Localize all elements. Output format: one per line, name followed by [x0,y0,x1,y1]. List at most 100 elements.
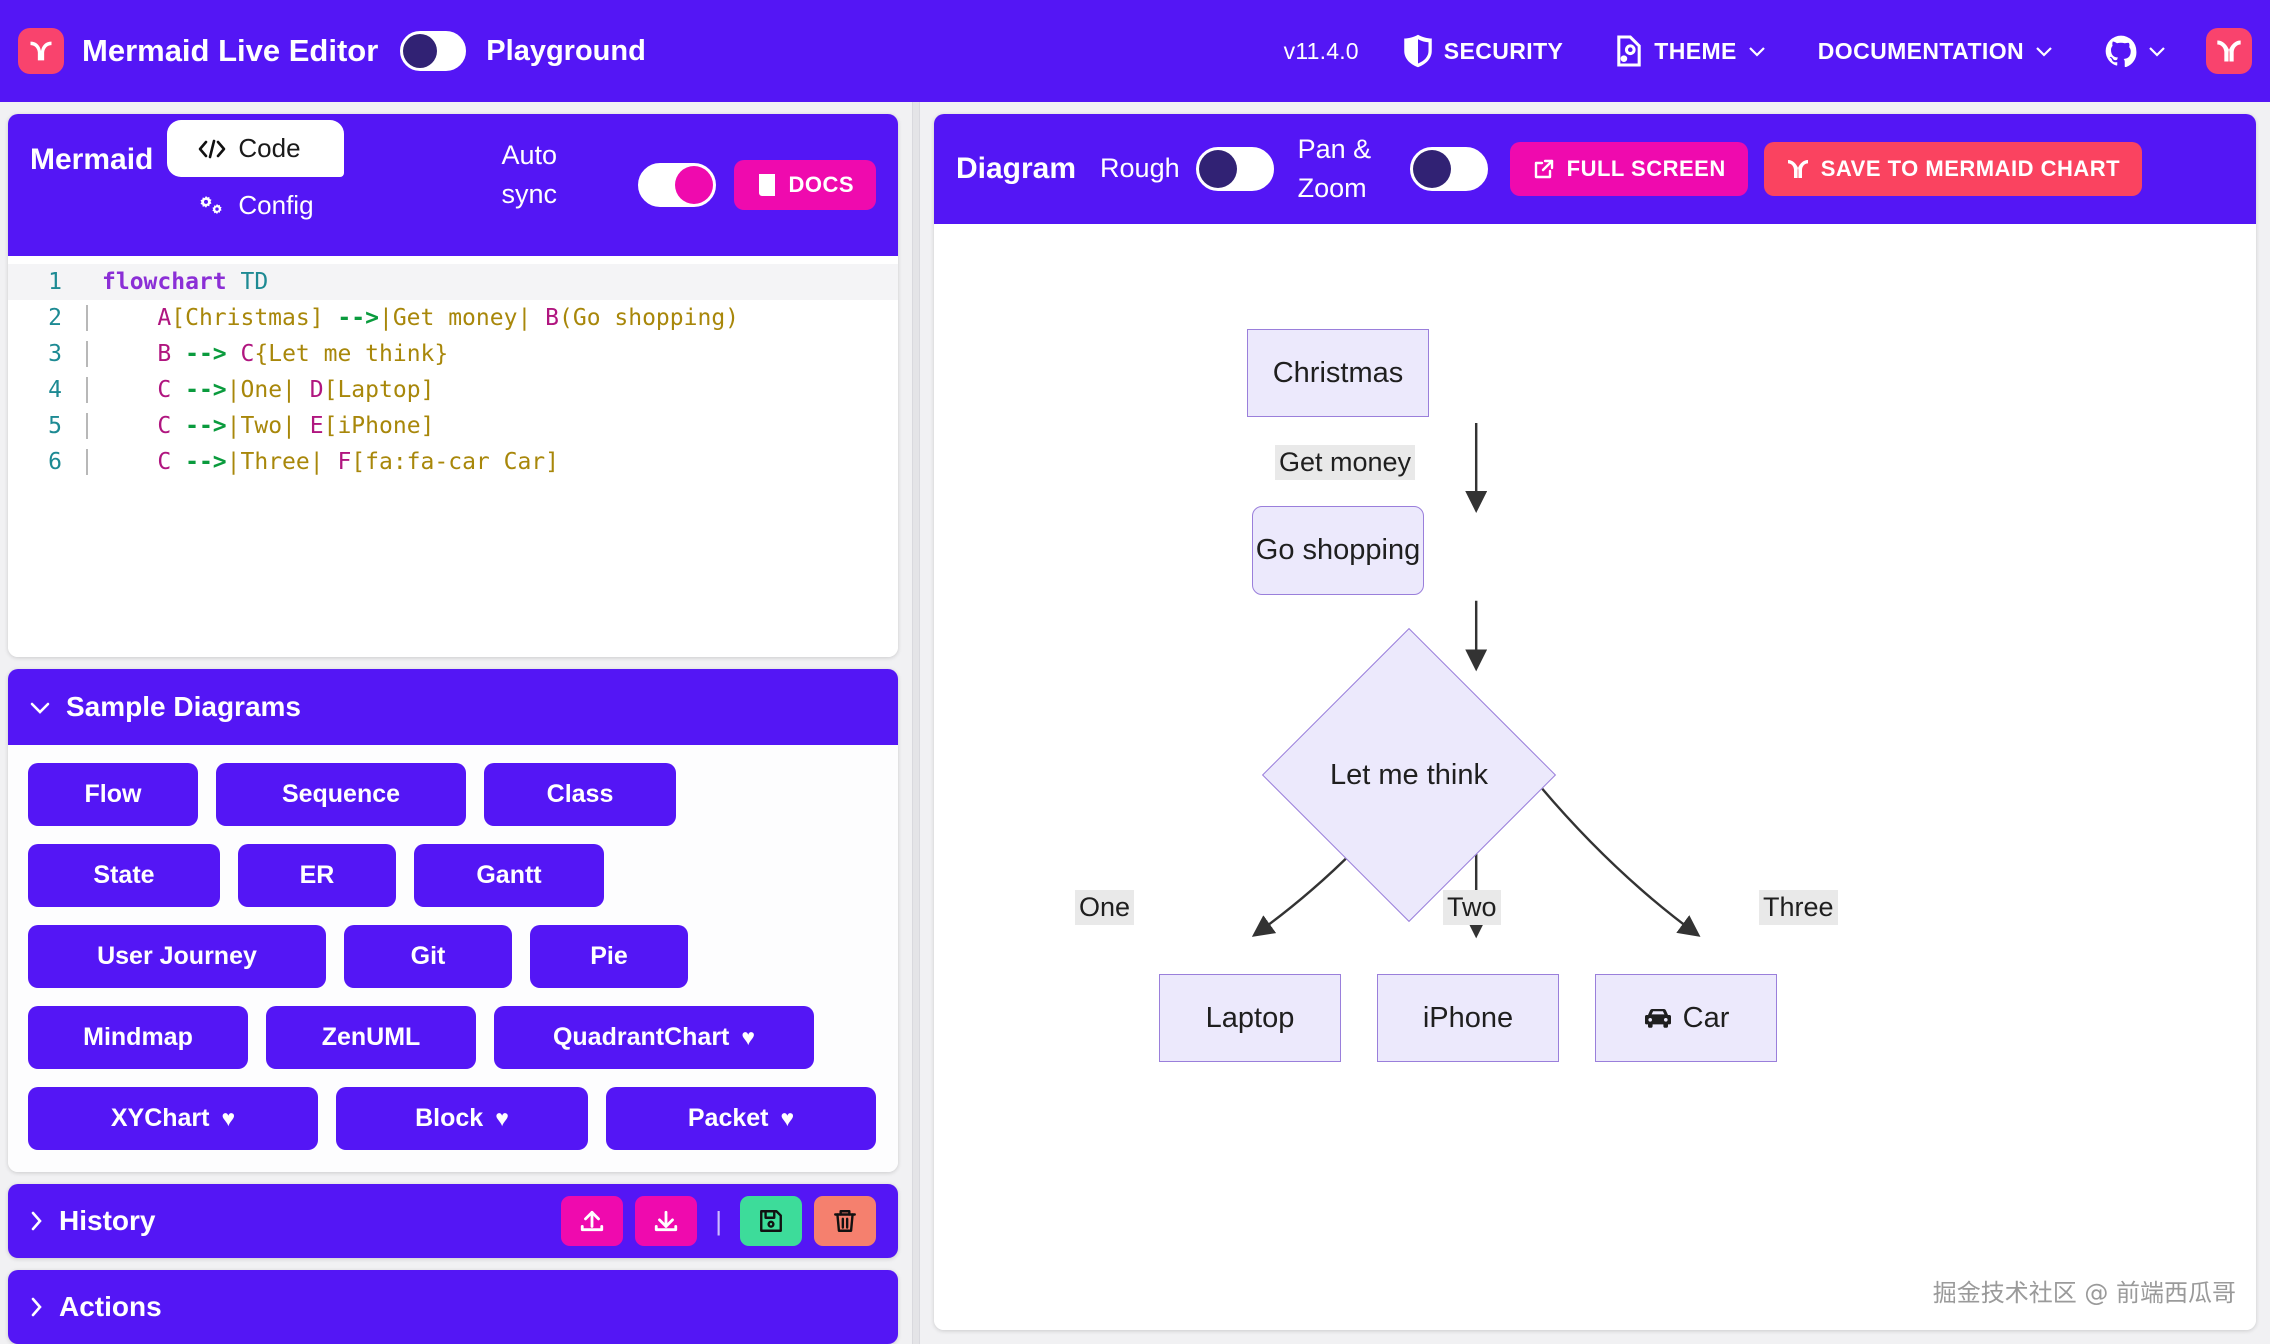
editor-panel-header: Mermaid Code [8,114,898,256]
history-panel: History | [8,1184,898,1258]
code-line[interactable]: 4 C -->|One| D[Laptop] [8,372,898,408]
docs-label: DOCS [788,172,854,197]
external-link-icon [1534,159,1553,179]
sample-chip-git[interactable]: Git [344,925,512,988]
sample-chip-packet[interactable]: Packet♥ [606,1087,876,1150]
chevron-right-icon [31,1297,42,1317]
pane-splitter[interactable] [912,102,920,1344]
sample-chip-label: ZenUML [321,1023,421,1051]
sample-chip-label: Pie [590,942,628,970]
shield-icon [1404,34,1432,68]
line-number: 2 [48,305,62,331]
code-line[interactable]: 6 C -->|Three| F[fa:fa-car Car] [8,444,898,480]
actions-header[interactable]: Actions [30,1291,162,1323]
mermaid-chart-logo-icon[interactable] [2206,28,2252,74]
tab-config-label: Config [238,190,314,220]
github-menu[interactable] [2079,27,2192,75]
auto-sync-toggle[interactable] [638,163,717,207]
diagram-node-laptop[interactable]: Laptop [1159,974,1341,1062]
sample-chip-label: Gantt [476,861,542,889]
sample-chip-label: QuadrantChart [552,1023,730,1051]
documentation-menu[interactable]: DOCUMENTATION [1792,30,2079,73]
version-label: v11.4.0 [1283,37,1359,64]
app-header: Mermaid Live Editor Playground v11.4.0 S… [0,0,2270,102]
rough-toggle[interactable] [1195,147,1274,191]
mermaid-logo-icon[interactable] [18,28,64,74]
left-pane: Mermaid Code [0,102,912,1344]
diagram-canvas[interactable]: Christmas Get money Go shopping Let me t… [934,224,2256,1330]
playground-toggle[interactable] [400,31,467,71]
sample-chip-label: Flow [84,780,142,808]
tab-code[interactable]: Code [167,120,344,177]
gears-icon [200,195,222,214]
theme-label: THEME [1654,37,1737,64]
upload-icon [581,1210,604,1232]
heart-icon: ♥ [495,1105,509,1131]
sample-chip-label: XYChart [110,1104,210,1132]
download-button[interactable] [635,1196,698,1246]
sample-chip-block[interactable]: Block ♥ [336,1087,588,1150]
docs-button[interactable]: DOCS [734,160,876,210]
code-brackets-icon [199,139,226,158]
security-menu[interactable]: SECURITY [1377,26,1590,76]
header-right-group: v11.4.0 SECURITY THEME DOCUMENTATION [1266,26,2270,76]
code-text: B --> C{Let me think} [86,341,448,367]
diagram-panel: Diagram Rough Pan & Zoom FULL SCREEN SAV… [934,114,2256,1330]
editor-panel: Mermaid Code [8,114,898,657]
diagram-node-christmas[interactable]: Christmas [1247,329,1429,417]
delete-button[interactable] [814,1196,876,1246]
diagram-node-let-me-think[interactable]: Let me think [1261,627,1557,923]
mermaid-chart-icon [1787,160,1808,178]
sample-diagrams-header[interactable]: Sample Diagrams [8,669,898,745]
diagram-node-go-shopping[interactable]: Go shopping [1252,506,1424,595]
sample-chip-er[interactable]: ER [238,844,396,907]
sample-chip-pie[interactable]: Pie [530,925,688,988]
save-to-mermaid-chart-button[interactable]: SAVE TO MERMAID CHART [1763,142,2143,196]
edge-label-three: Three [1759,890,1838,925]
line-number: 1 [48,269,62,295]
sample-chip-sequence[interactable]: Sequence [216,763,466,826]
sample-chip-label: State [93,861,155,889]
sample-chip-label: Git [410,942,446,970]
sample-chip-xychart[interactable]: XYChart ♥ [28,1087,318,1150]
upload-button[interactable] [561,1196,624,1246]
sample-chip-label: Block [415,1104,484,1132]
sample-chip-flow[interactable]: Flow [28,763,198,826]
code-text: A[Christmas] -->|Get money| B(Go shoppin… [86,305,739,331]
history-header[interactable]: History [30,1205,155,1237]
full-screen-button[interactable]: FULL SCREEN [1509,142,1748,196]
edge-label-get-money: Get money [1275,445,1416,480]
chevron-right-icon [31,1211,42,1231]
history-separator: | [715,1205,722,1236]
sample-chip-state[interactable]: State [28,844,220,907]
code-line[interactable]: 3 B --> C{Let me think} [8,336,898,372]
diagram-node-iphone[interactable]: iPhone [1377,974,1559,1062]
sample-chip-quadrantchart[interactable]: QuadrantChart♥ [494,1006,814,1069]
history-title: History [59,1205,156,1236]
save-to-mermaid-chart-label: SAVE TO MERMAID CHART [1820,156,2121,181]
pan-zoom-toggle[interactable] [1409,147,1488,191]
heart-icon: ♥ [221,1105,236,1131]
editor-head-actions: DOCS [638,160,876,210]
sample-chip-gantt[interactable]: Gantt [414,844,604,907]
rough-label: Rough [1100,153,1180,184]
sample-chip-user-journey[interactable]: User Journey [28,925,326,988]
documentation-label: DOCUMENTATION [1817,37,2024,64]
sample-chip-mindmap[interactable]: Mindmap [28,1006,248,1069]
code-line[interactable]: 2 A[Christmas] -->|Get money| B(Go shopp… [8,300,898,336]
floppy-icon [760,1210,782,1232]
line-number: 4 [48,377,62,403]
code-text: C -->|Three| F[fa:fa-car Car] [86,449,559,475]
code-line[interactable]: 5 C -->|Two| E[iPhone] [8,408,898,444]
save-button[interactable] [740,1196,802,1246]
sample-chip-class[interactable]: Class [484,763,676,826]
chevron-down-icon [2149,46,2165,57]
theme-menu[interactable]: THEME [1589,26,1792,76]
workspace: Mermaid Code [0,102,2270,1344]
diagram-node-car[interactable]: Car [1595,974,1777,1062]
tab-config[interactable]: Config [167,177,343,234]
sample-chip-zenuml[interactable]: ZenUML [266,1006,476,1069]
